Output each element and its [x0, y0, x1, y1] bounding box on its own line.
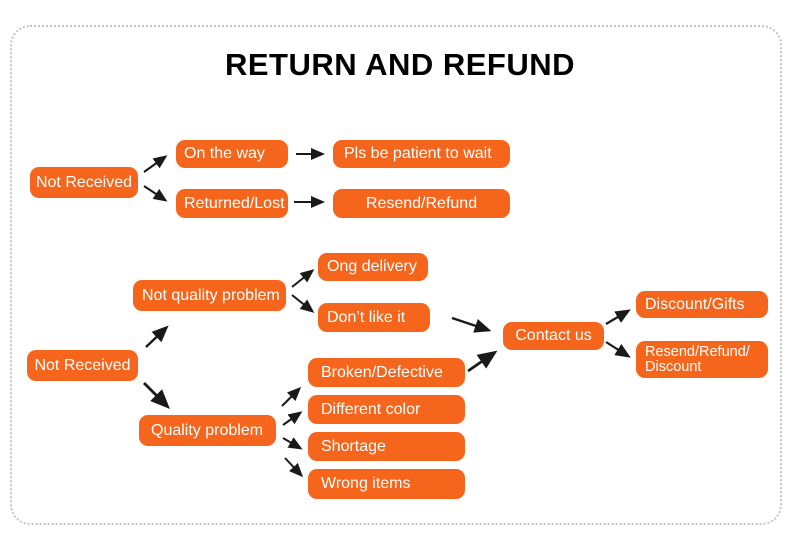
node-pls-be-patient: Pls be patient to wait: [333, 140, 510, 168]
node-on-the-way: On the way: [176, 140, 288, 168]
node-not-quality-problem: Not quality problem: [133, 280, 286, 311]
node-resend-refund-discount-line2: Discount: [645, 358, 702, 375]
node-resend-refund-discount: Resend/Refund/ Discount: [636, 341, 768, 378]
node-broken-defective: Broken/Defective: [308, 358, 465, 387]
node-discount-gifts: Discount/Gifts: [636, 291, 768, 318]
node-not-received-bottom: Not Received: [27, 350, 138, 381]
node-different-color: Different color: [308, 395, 465, 424]
dotted-border-frame: [10, 25, 782, 525]
node-shortage: Shortage: [308, 432, 465, 461]
node-quality-problem: Quality problem: [139, 415, 276, 446]
node-wrong-items: Wrong items: [308, 469, 465, 499]
node-returned-lost: Returned/Lost: [176, 189, 288, 218]
node-resend-refund: Resend/Refund: [333, 189, 510, 218]
node-resend-refund-discount-line1: Resend/Refund/: [645, 343, 750, 360]
node-not-received-top: Not Received: [30, 167, 138, 198]
page-title: RETURN AND REFUND: [224, 47, 576, 82]
node-contact-us: Contact us: [503, 322, 604, 350]
node-ong-delivery: Ong delivery: [318, 253, 428, 281]
node-dont-like-it: Don’t like it: [318, 303, 430, 332]
